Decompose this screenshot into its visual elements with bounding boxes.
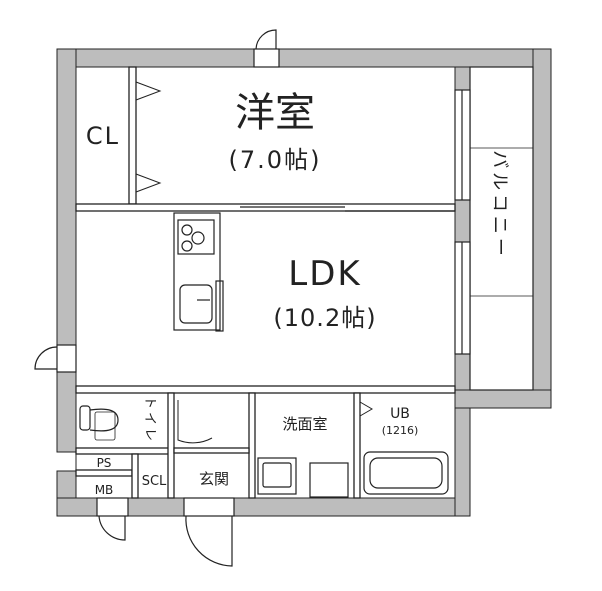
sliding-door-western-ldk: [240, 206, 455, 212]
bath-label: UB: [390, 406, 410, 422]
front-door: [183, 497, 235, 567]
stove-burner-icon: [181, 240, 193, 252]
top-window: [253, 29, 280, 68]
vanity-icon: [257, 457, 297, 495]
bath-size: (1216): [382, 424, 419, 437]
washroom-label: 洗面室: [282, 415, 327, 433]
bath: UB (1216): [359, 392, 456, 499]
shoe-closet: SCL: [137, 453, 169, 499]
entrance-label: 玄関: [199, 470, 229, 488]
shoe-closet-label: SCL: [142, 474, 167, 489]
balcony-label: バルコニー: [489, 150, 510, 260]
stove-burner-icon: [181, 224, 193, 236]
meter-box-label: MB: [95, 483, 114, 497]
western-room: 洋室 (7.0帖): [229, 90, 322, 174]
meter-box: MB: [75, 475, 133, 499]
western-room-label: 洋室: [235, 90, 315, 136]
balcony-sliding-doors: [454, 89, 471, 355]
entrance: 玄関: [173, 452, 250, 499]
stove-burner-icon: [191, 231, 205, 245]
closet-label: CL: [86, 122, 120, 150]
pipe-space-label: PS: [97, 456, 112, 470]
pipe-space: PS: [75, 453, 133, 471]
sink-icon: [179, 284, 213, 324]
washing-machine-icon: [309, 462, 349, 498]
balcony-area: [469, 66, 534, 391]
closet: CL: [75, 66, 162, 205]
meter-box-door: [96, 497, 129, 541]
washroom: 洗面室: [254, 392, 355, 499]
toilet-icon: [79, 405, 119, 441]
ldk-side-door: [34, 344, 77, 373]
toilet: トイレ: [75, 392, 213, 449]
western-room-size: (7.0帖): [229, 146, 322, 174]
toilet-label: トイレ: [142, 396, 157, 444]
ldk-size: (10.2帖): [273, 304, 376, 332]
kitchen-counter: [173, 212, 224, 332]
ldk: LDK (10.2帖): [273, 254, 376, 332]
bathtub-icon: [363, 451, 449, 495]
ldk-label: LDK: [288, 254, 361, 294]
